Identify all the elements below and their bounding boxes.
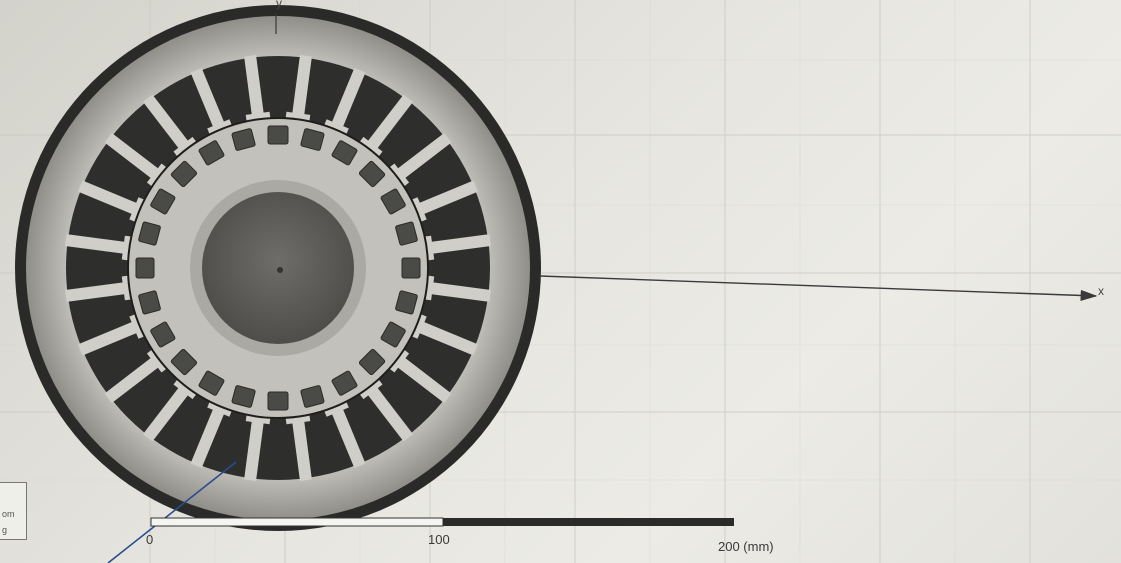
rotor-magnet [300, 385, 325, 408]
stator-tooth [359, 378, 414, 442]
rotor-magnet [395, 221, 418, 246]
stator-tooth [104, 132, 168, 187]
scale-bar-dark [443, 518, 734, 526]
scale-bar-light [150, 517, 444, 527]
pointer-line [107, 461, 237, 563]
rotor-magnet [300, 128, 325, 151]
rotor-magnet [198, 140, 225, 166]
origin-point [277, 267, 283, 273]
rotor-magnet [395, 290, 418, 315]
rotor-magnet [231, 385, 256, 408]
scale-label-end: 200 (mm) [718, 539, 774, 554]
rotor-magnet [138, 221, 161, 246]
corner-box-line1: om [2, 509, 15, 519]
rotor-magnet [380, 188, 406, 215]
rotor-magnet [138, 290, 161, 315]
rotor-magnet [150, 188, 176, 215]
x-axis-label: x [1098, 284, 1104, 298]
corner-box-line2: g [2, 525, 8, 535]
stator-tooth [323, 67, 366, 135]
stator-tooth [104, 349, 168, 404]
stator-tooth [77, 180, 145, 223]
stator-tooth [323, 401, 366, 469]
stator-tooth [190, 401, 233, 469]
stator-tooth [142, 94, 197, 158]
rotor-magnet [267, 391, 289, 411]
stator-tooth [359, 94, 414, 158]
rotor-magnet [358, 348, 386, 376]
scale-label-start: 0 [146, 532, 154, 547]
rotor-magnet [198, 370, 225, 396]
stator-tooth [190, 67, 233, 135]
stator-tooth [411, 180, 479, 223]
rotor-magnet [170, 160, 198, 188]
stator-tooth [142, 378, 197, 442]
rotor-magnets [135, 125, 421, 411]
rotor-magnet [231, 128, 256, 151]
rotor-magnet [401, 257, 421, 279]
rotor-magnet [135, 257, 155, 279]
air-gap-line [127, 117, 429, 419]
corner-info-box[interactable]: om g [0, 482, 27, 540]
scale-label-mid: 100 [428, 532, 450, 547]
rotor-magnet [150, 321, 176, 348]
rotor-magnet [331, 140, 358, 166]
stator-tooth [77, 313, 145, 356]
x-axis-arrow [539, 275, 1098, 302]
stator-tooth [388, 132, 452, 187]
stator-tooth [388, 349, 452, 404]
rotor-magnet [358, 160, 386, 188]
stator-tooth [411, 313, 479, 356]
rotor-magnet [380, 321, 406, 348]
y-axis-label: y [276, 0, 282, 10]
rotor-magnet [331, 370, 358, 396]
rotor-magnet [267, 125, 289, 145]
rotor-magnet [170, 348, 198, 376]
